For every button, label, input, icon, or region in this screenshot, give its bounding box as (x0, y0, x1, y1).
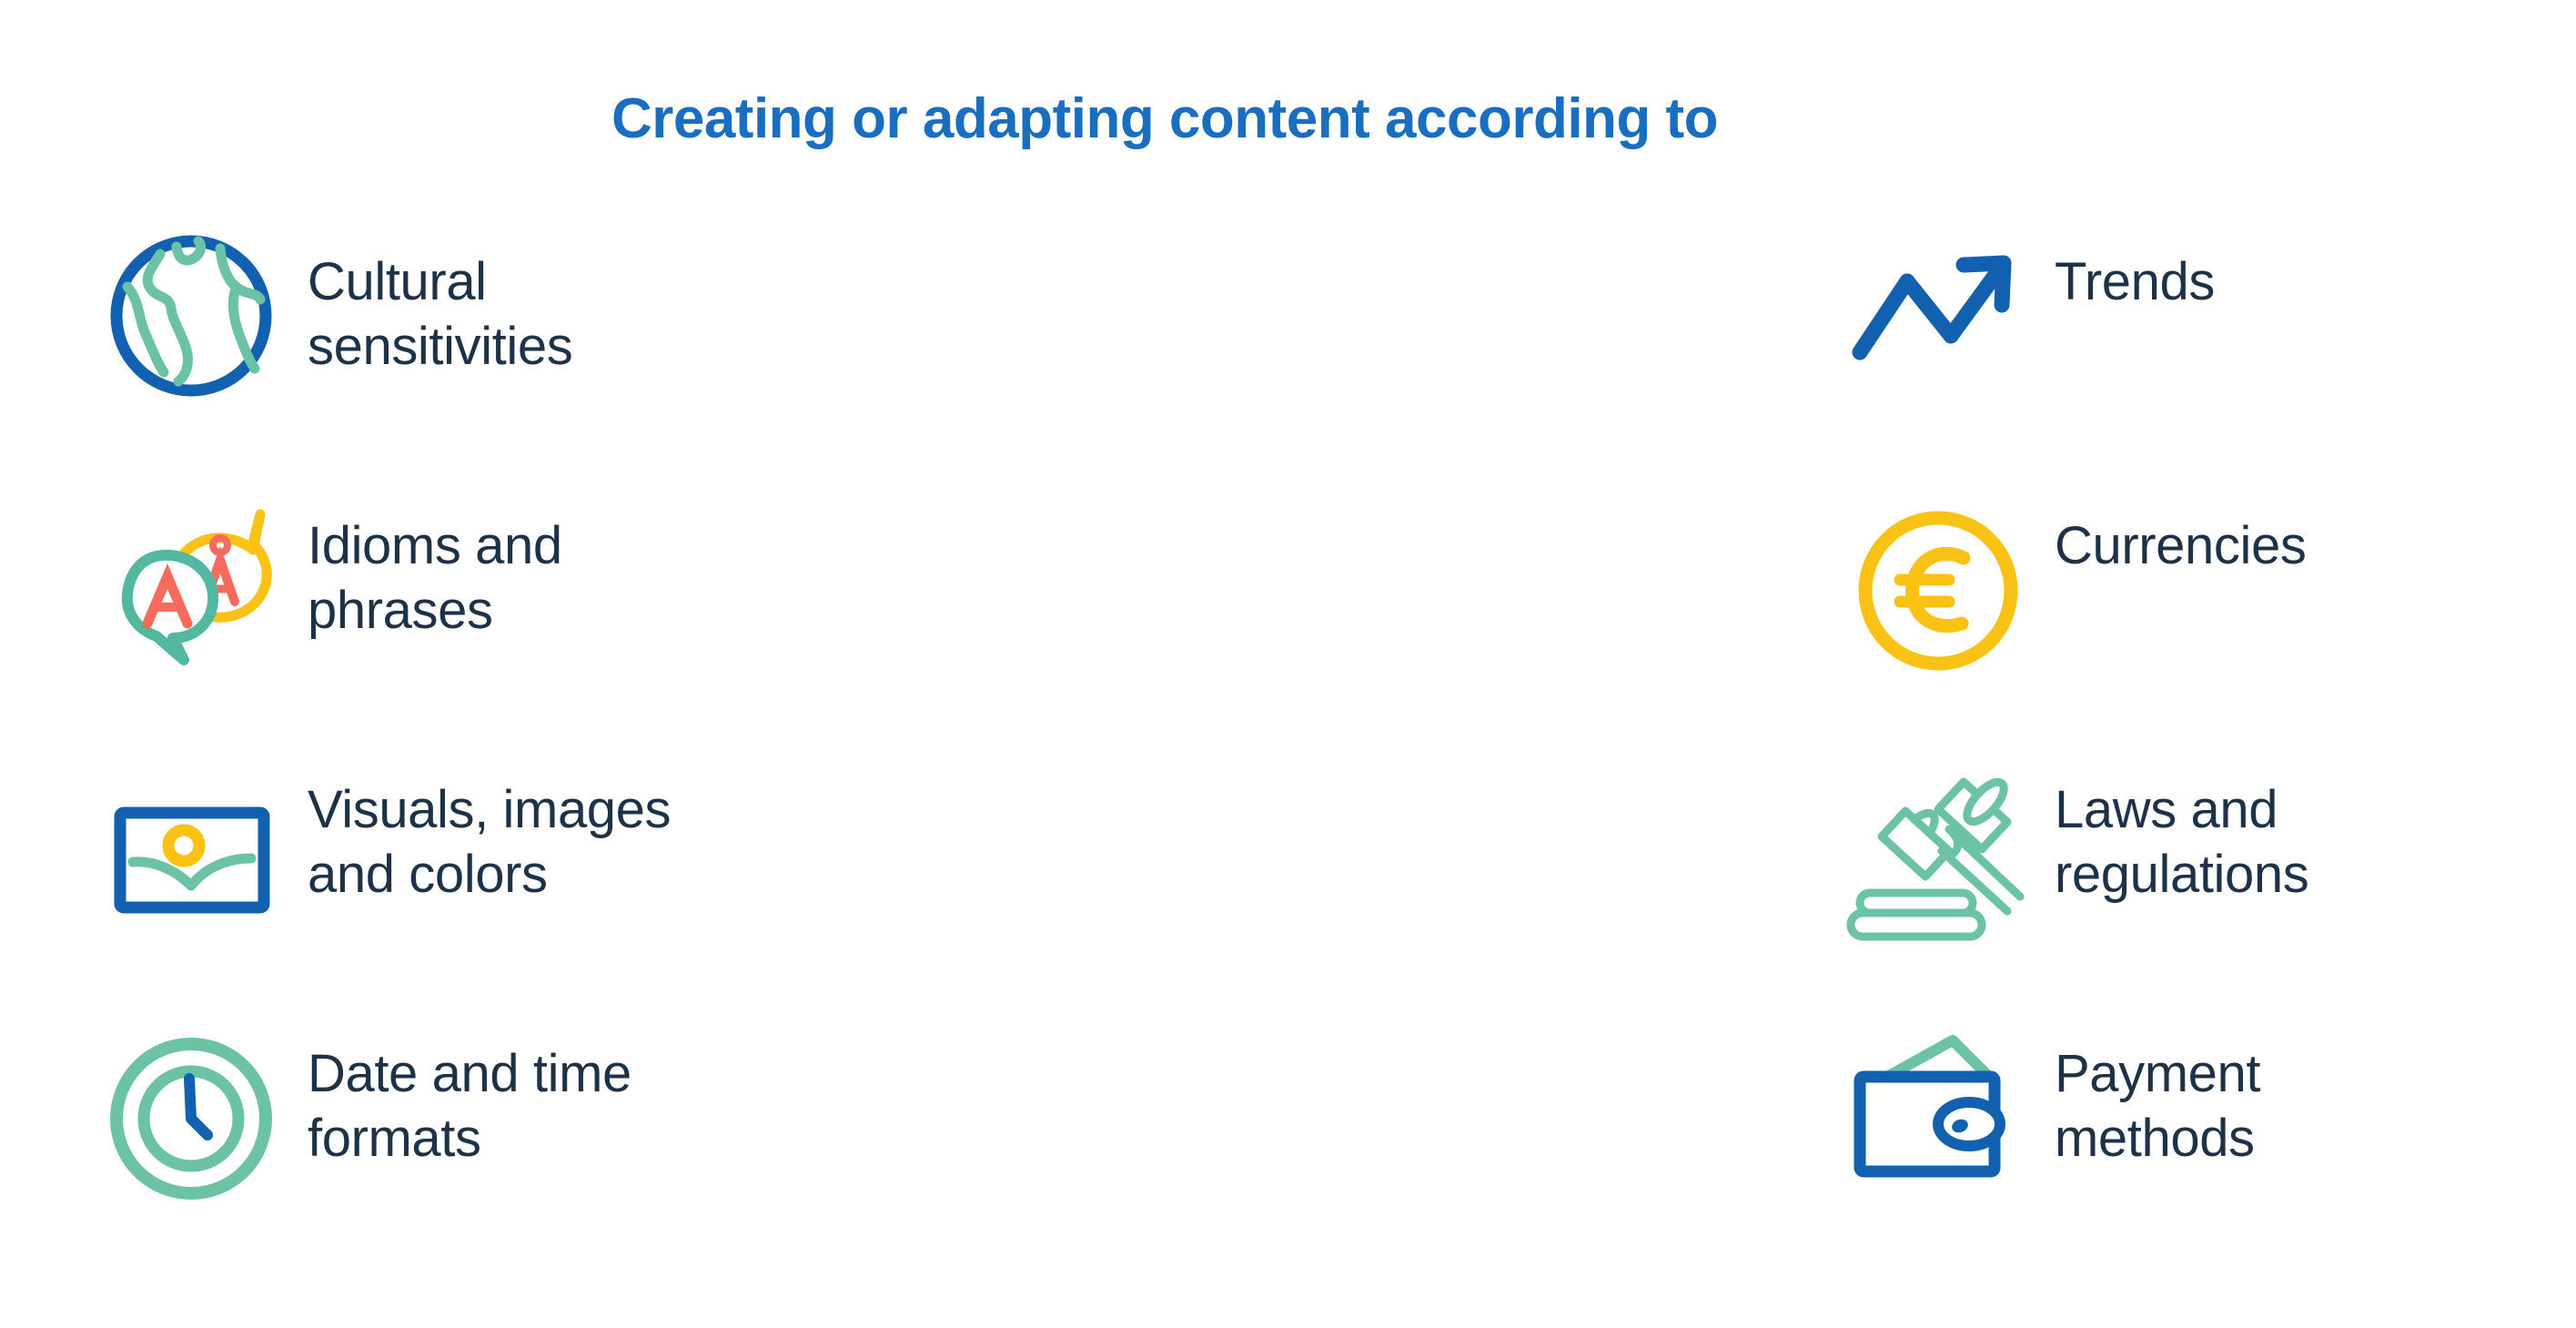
picture-icon (100, 765, 282, 948)
trend-arrow-icon (1847, 225, 2029, 407)
right-column: Trends Currencies (1846, 232, 2576, 1288)
euro-coin-icon (1847, 500, 2029, 682)
page-title: Creating or adapting content according t… (611, 87, 1719, 150)
speech-bubbles-icon (100, 500, 282, 682)
list-item: Currencies (1847, 496, 2576, 760)
list-item-label: Trends (2055, 252, 2215, 311)
gavel-icon (1846, 765, 2029, 948)
globe-icon (100, 225, 282, 407)
list-item: Trends (1847, 232, 2576, 496)
wallet-icon (1847, 1028, 2029, 1210)
list-item-label: Currencies (2055, 516, 2307, 575)
clock-icon (100, 1028, 282, 1210)
